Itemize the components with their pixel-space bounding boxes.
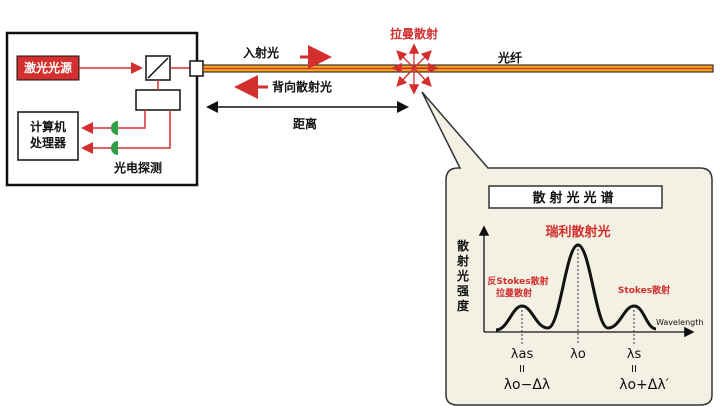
distance-label: 距离 — [293, 116, 317, 131]
anti-stokes-label-line2: 拉曼散射 — [496, 287, 532, 299]
rayleigh-label: 瑞利散射光 — [545, 224, 610, 240]
scatter-burst-icon — [391, 43, 439, 95]
backscatter-light-label: 背向散射光 — [272, 79, 332, 94]
laser-source-box — [16, 55, 80, 81]
spectrum-xlabel: Wavelength — [656, 318, 703, 327]
anti-stokes-label-line1: 反Stokes散射 — [487, 275, 548, 287]
photodetector-label: 光电探测 — [113, 160, 162, 175]
spectrum-ylabel-3: 光 — [456, 268, 469, 283]
fiber-connector — [189, 60, 204, 77]
processor-to-detector2-line — [118, 110, 171, 149]
lambda-s-expression: λo+Δλ′ — [619, 377, 669, 393]
photodetector-2-icon — [111, 141, 118, 155]
computer-label-line2: 处理器 — [29, 135, 67, 150]
signal-processor-box — [135, 89, 181, 111]
incident-light-label: 入射光 — [243, 45, 279, 60]
spectrum-ylabel-4: 强 — [457, 284, 469, 298]
laser-source-label: 激光光源 — [24, 60, 72, 75]
lambda-o-label: λo — [570, 347, 586, 362]
lambda-s-equals: II — [631, 364, 637, 375]
computer-processor-box — [17, 111, 79, 161]
photodetector-1-icon — [111, 121, 118, 135]
computer-label-line1: 计算机 — [30, 119, 66, 134]
fiber-label: 光纤 — [497, 50, 522, 65]
lambda-as-expression: λo−Δλ — [504, 377, 550, 393]
processor-to-detector1-line — [118, 110, 146, 129]
lambda-as-label: λas — [511, 347, 534, 362]
stokes-label: Stokes散射 — [618, 284, 670, 296]
spectrum-title: 散射光光谱 — [532, 190, 617, 206]
spectrum-ylabel-5: 度 — [457, 298, 470, 313]
spectrum-callout-bubble — [421, 91, 713, 406]
spectrum-ylabel-1: 散 — [457, 238, 470, 253]
lambda-s-label: λs — [627, 347, 642, 362]
spectrum-ylabel-2: 射 — [456, 253, 469, 268]
lambda-as-equals: II — [519, 364, 525, 375]
raman-scatter-label: 拉曼散射 — [390, 26, 438, 41]
beam-splitter-mirror — [147, 57, 169, 79]
spectrum-title-box — [488, 185, 663, 209]
